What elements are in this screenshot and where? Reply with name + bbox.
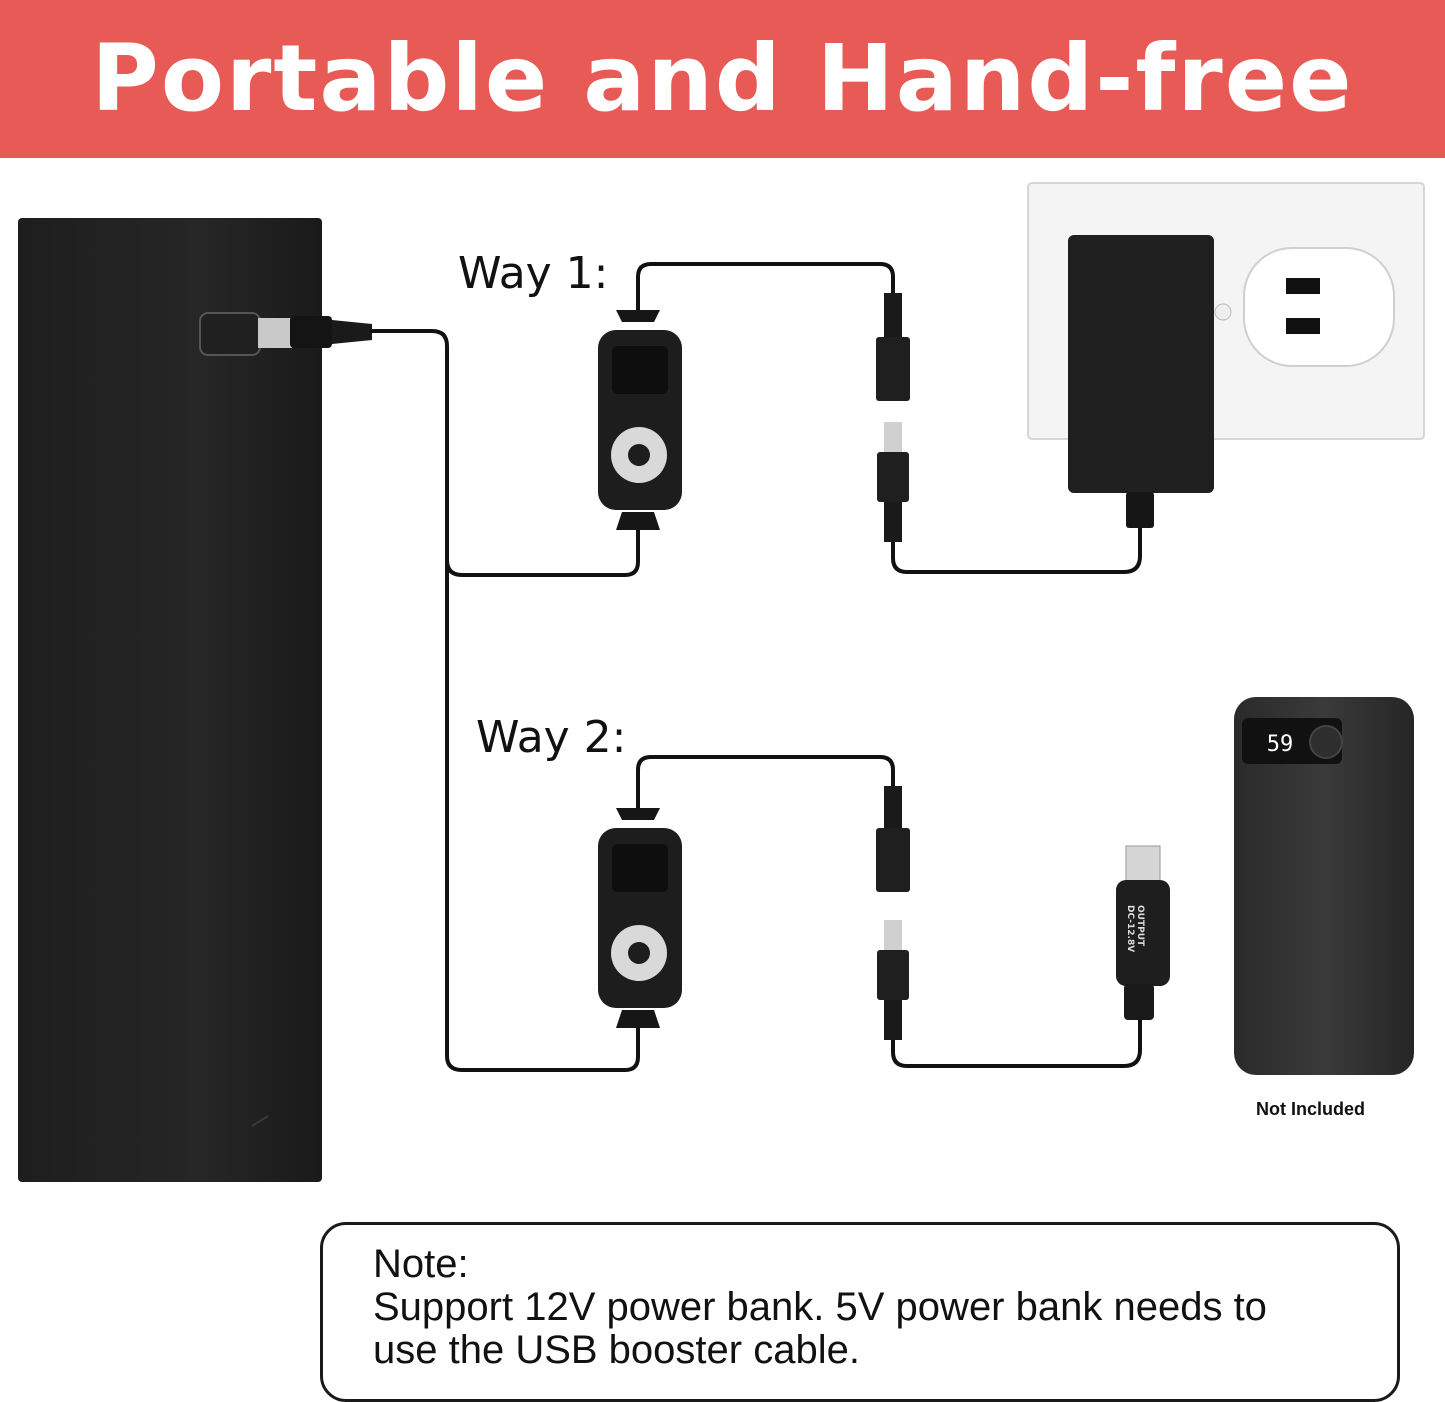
- way-2-label: Way 2:: [476, 712, 627, 763]
- cable-plug1-adapter: [891, 526, 1142, 574]
- dc-female-connector-2: [876, 786, 910, 892]
- cable-ctrl2-out: [636, 755, 895, 814]
- cable-pad-way1: [370, 329, 640, 577]
- note-line-1: Support 12V power bank. 5V power bank ne…: [373, 1285, 1267, 1329]
- temperature-controller-1: [598, 310, 682, 530]
- dc-male-connector-2: [877, 920, 909, 1040]
- temperature-controller-2: [598, 808, 682, 1028]
- cables: [370, 262, 1142, 1072]
- cable-pad-way2: [445, 558, 640, 1072]
- note-heading: Note:: [373, 1242, 469, 1286]
- note-line-2: use the USB booster cable.: [373, 1328, 860, 1372]
- power-bank-display: 59: [1267, 732, 1294, 757]
- not-included-caption: Not Included: [1256, 1099, 1365, 1119]
- header-banner: Portable and Hand-free: [0, 0, 1445, 158]
- usb-booster-cable: OUTPUT DC-12.8V: [1116, 845, 1170, 1020]
- power-adapter: [1068, 235, 1214, 528]
- cable-ctrl1-out: [636, 262, 895, 317]
- way-1-label: Way 1:: [458, 248, 609, 299]
- cable-plug2-usb: [891, 1016, 1142, 1068]
- usb-cable-print-1: OUTPUT: [1135, 905, 1145, 947]
- usb-cable-print-2: DC-12.8V: [1125, 905, 1135, 952]
- power-bank: 59: [1234, 697, 1414, 1075]
- note-box: Note: Support 12V power bank. 5V power b…: [320, 1222, 1400, 1402]
- heating-pad: [18, 218, 322, 1182]
- page-title: Portable and Hand-free: [91, 25, 1354, 132]
- dc-female-connector-1: [876, 293, 910, 401]
- pad-dc-plug: [199, 312, 372, 356]
- dc-male-connector-1: [877, 422, 909, 542]
